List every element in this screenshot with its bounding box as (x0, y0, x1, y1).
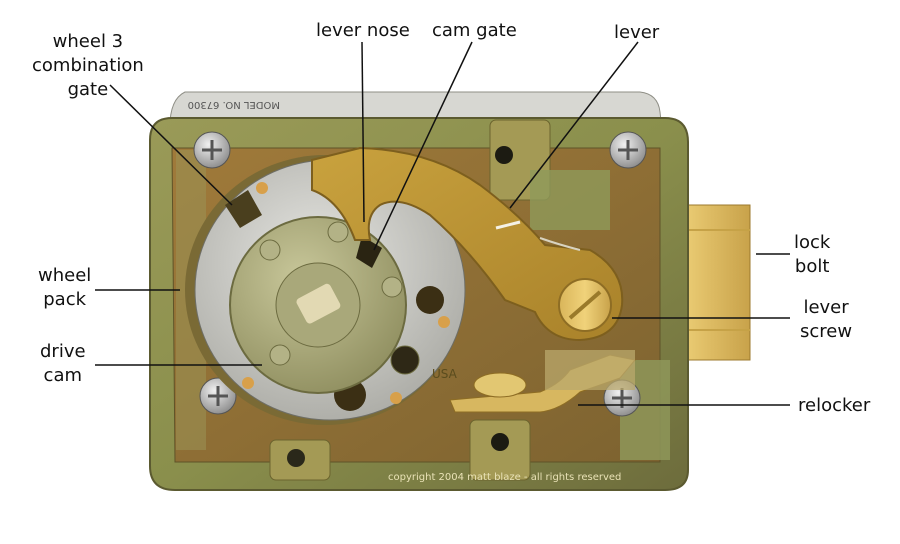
corner-screw (609, 131, 647, 169)
label-relocker: relocker (798, 395, 871, 416)
cover-text: MODEL NO. 67300 (188, 99, 280, 110)
lever-screw (558, 278, 612, 332)
corner-screw (193, 131, 231, 169)
leader-lines (95, 41, 790, 406)
label-lever: lever (614, 22, 660, 43)
label-wheel-pack: wheel pack (38, 265, 92, 310)
cam-gate (356, 236, 382, 268)
usa-stamp: USA (432, 367, 458, 381)
label-lever-nose: lever nose (316, 20, 410, 41)
wheel-3-gate (225, 190, 262, 228)
corner-screw (199, 377, 237, 415)
label-cam-gate: cam gate (432, 20, 517, 41)
label-drive-cam: drive cam (40, 341, 86, 386)
lever (311, 146, 624, 342)
label-lock-bolt: lock bolt (794, 232, 831, 277)
copyright-caption: copyright 2004 matt blaze - all rights r… (388, 472, 622, 483)
label-lever-screw: lever screw (800, 297, 853, 342)
label-wheel-3-combination-gate: wheel 3 combination gate (32, 31, 144, 100)
